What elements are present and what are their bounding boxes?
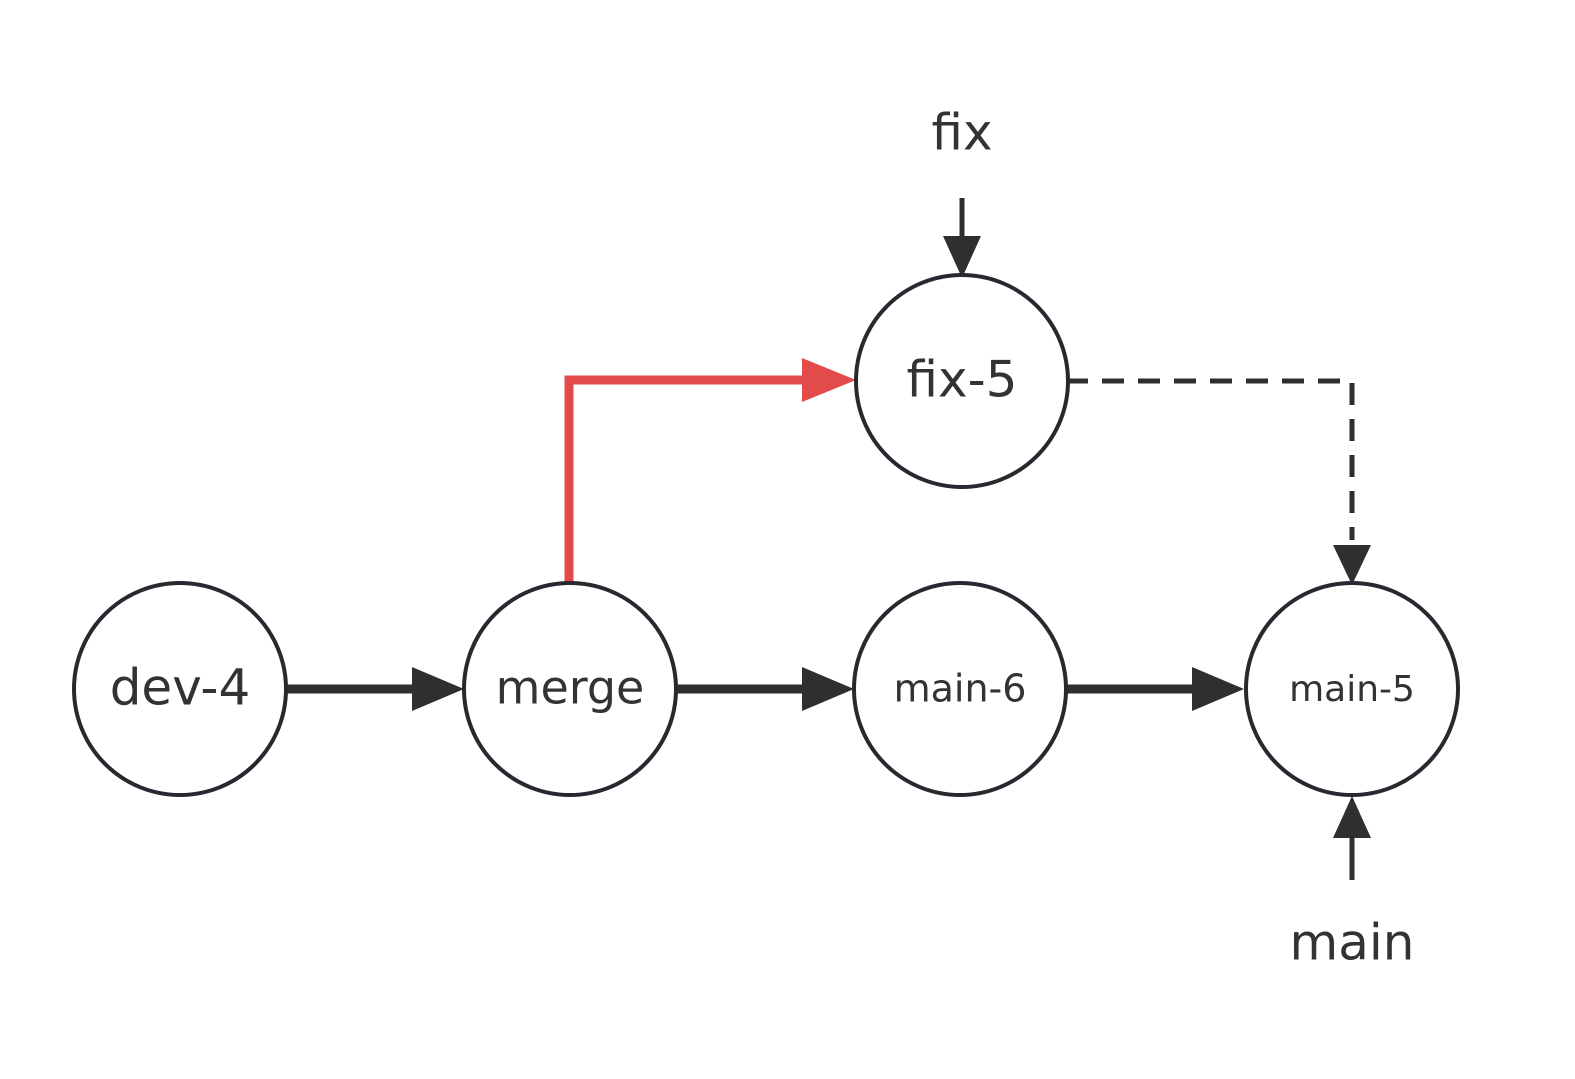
commit-label-merge: merge	[496, 661, 645, 715]
commit-node-fix-5: fix-5	[854, 273, 1070, 489]
commit-node-dev-4: dev-4	[72, 581, 288, 797]
edge-fix5-to-main5	[1066, 378, 1371, 585]
edge-dev4-to-merge	[286, 667, 464, 711]
commit-label-dev-4: dev-4	[110, 659, 251, 717]
ref-pointer-main	[1333, 796, 1371, 880]
edge-main6-to-main5	[1066, 667, 1244, 711]
edges	[286, 198, 1371, 880]
commit-node-main-5: main-5	[1244, 581, 1460, 797]
commit-node-main-6: main-6	[852, 581, 1068, 797]
edge-merge-to-fix5	[564, 358, 856, 583]
ref-pointer-fix	[943, 198, 981, 278]
commit-label-main-5: main-5	[1289, 669, 1415, 710]
edge-merge-to-main6	[676, 667, 854, 711]
commit-label-main-6: main-6	[894, 667, 1027, 711]
commit-node-merge: merge	[462, 581, 678, 797]
commit-label-fix-5: fix-5	[907, 351, 1018, 409]
branch-ref-fix: fix	[931, 104, 992, 162]
nodes: dev-4 merge main-6 main-5 fix-5	[72, 273, 1460, 797]
branch-refs: fix main	[931, 104, 1414, 972]
branch-ref-main: main	[1290, 914, 1415, 972]
